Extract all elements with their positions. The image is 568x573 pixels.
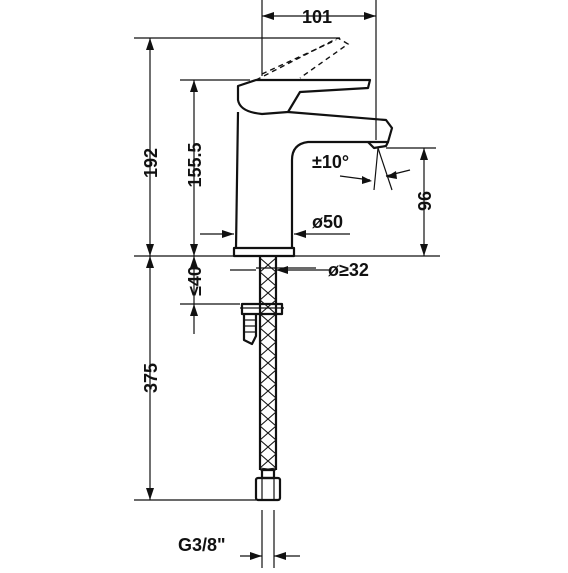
lever-raised-edge [261,39,337,75]
label-spout-angle: ±10° [312,152,349,172]
label-connection-thread: G3/8" [178,535,226,555]
dimension-lines [134,0,436,568]
lever-raised-outline [255,37,350,81]
mounting-nut [240,302,284,316]
angle-arrow-right [386,171,397,179]
dim-thread-arrow-left [250,552,262,560]
spout-outlet [367,141,389,150]
hose-braid-pattern [259,257,277,471]
angle-ray-right [377,147,393,191]
dim-40-arrow-top [190,256,198,268]
faucet-body [232,37,394,258]
dim-192-arrow-bottom [146,244,154,256]
base-plate [232,246,296,258]
angle-ray-left [373,147,379,191]
label-spout-reach: 101 [302,7,332,27]
dim-101-arrow-right [364,12,376,20]
dim-375-arrow-top [146,256,154,268]
lever-handle [236,78,372,116]
dim-thread-arrow-right [274,552,286,560]
dimension-labels: 101 192 155.5 96 ±10° ø50 ø≥32 ≤40 375 G… [141,7,435,555]
hose-ferrule [260,468,276,480]
label-hose-length: 375 [141,363,161,393]
label-deck-thickness: ≤40 [185,266,205,296]
label-base-diameter: ø50 [312,212,343,232]
dim-192-arrow-top [146,38,154,50]
dim-50-arrow-right [294,230,306,238]
dim-155-arrow-top [190,80,198,92]
braided-hose [254,256,282,502]
faucet-column [234,110,394,249]
label-outlet-clearance: 96 [415,191,435,211]
dim-32-arrow-right [276,266,288,274]
angle-arrow [362,176,372,184]
dim-96-arrow-bottom [420,244,428,256]
label-spout-height: 155.5 [185,142,205,187]
dim-40-arrow-bottom [190,304,198,316]
dim-155-arrow-bottom [190,244,198,256]
label-hole-diameter: ø≥32 [328,260,369,280]
dim-50-arrow-left [222,230,234,238]
dim-375-arrow-bottom [146,488,154,500]
dim-101-arrow-left [262,12,274,20]
hose-nut [254,476,282,502]
dim-96-arrow-top [420,148,428,160]
label-total-height: 192 [141,148,161,178]
threaded-rod [242,314,258,346]
mounting-hardware [134,255,440,346]
